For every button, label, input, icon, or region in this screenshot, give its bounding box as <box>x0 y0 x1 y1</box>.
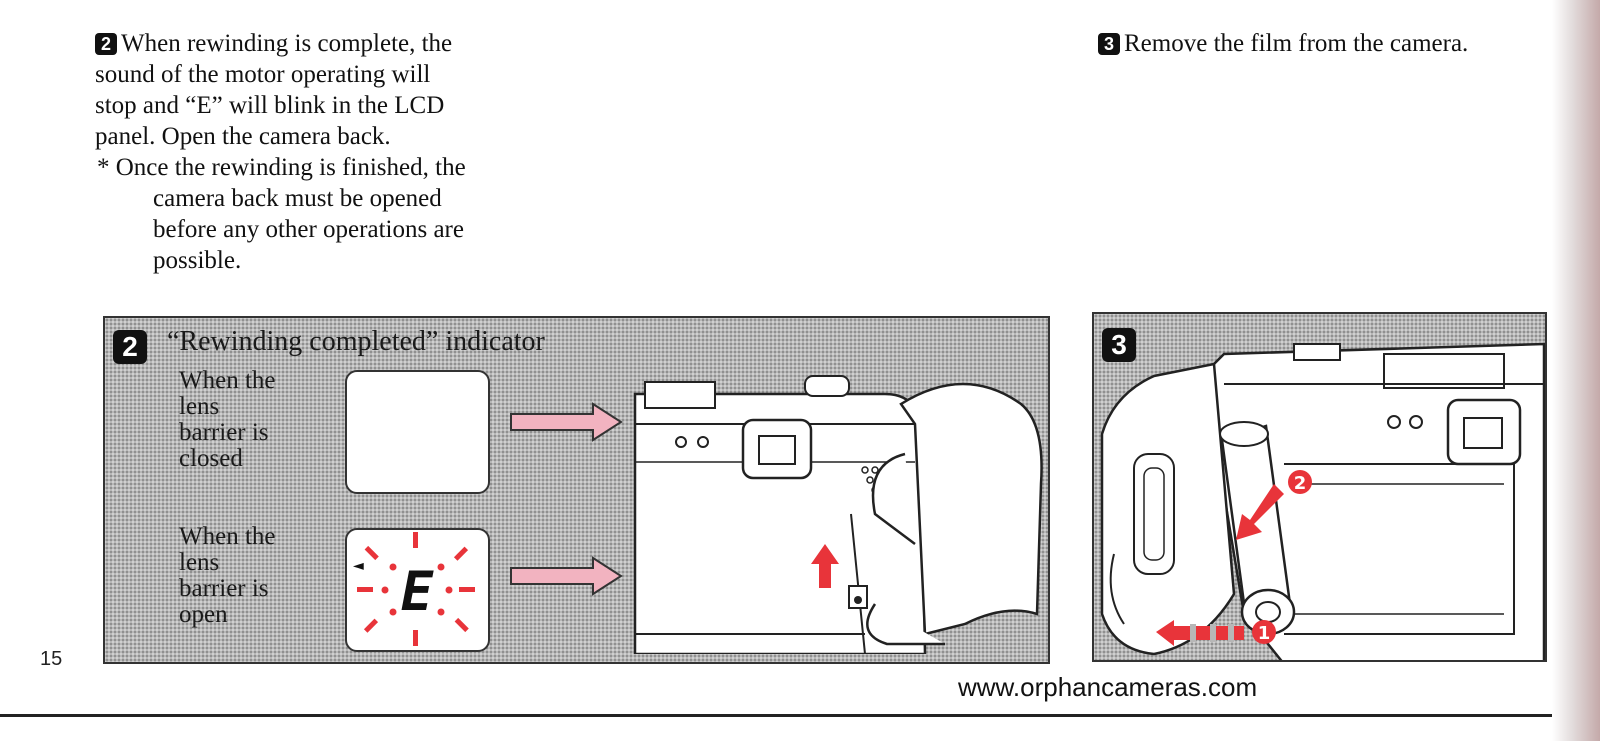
step3-text-content: Remove the film from the camera. <box>1124 30 1469 57</box>
camera-back-door <box>1100 362 1236 656</box>
closed-label-line-3: barrier is <box>179 419 269 446</box>
flash-window <box>644 381 716 409</box>
lcd-panel-blank <box>345 370 490 494</box>
dot-6 <box>437 608 445 616</box>
step2-line-4: panel. Open the camera back. <box>95 123 391 150</box>
ray-bottom <box>413 630 418 646</box>
page-edge-shadow <box>1552 0 1600 741</box>
step2-line-2: sound of the motor operating will <box>95 61 431 88</box>
closed-label-line-2: lens <box>179 393 220 420</box>
closed-label-line-4: closed <box>179 445 243 472</box>
ray-top <box>413 532 418 548</box>
step2-note: * Once the rewinding is finished, the ca… <box>95 152 595 276</box>
dot-4 <box>445 586 453 594</box>
sensor-2 <box>697 436 709 448</box>
arrow-diagonal-icon <box>1236 484 1284 540</box>
sensor-1 <box>675 436 687 448</box>
barrier-open-label: When the lens barrier is open <box>179 524 275 628</box>
ray-bottom-right <box>454 617 469 633</box>
arrow-right-icon <box>510 402 623 442</box>
callout-1-text: 1 <box>1258 623 1271 644</box>
open-label-line-3: barrier is <box>179 575 269 602</box>
camera-back-open-illustration: 2 1 <box>1100 342 1545 660</box>
arrow-left-icon <box>1156 620 1244 646</box>
panel3-badge: 3 <box>1102 328 1136 362</box>
step2-line-3: stop and “E” will blink in the LCD <box>95 92 445 119</box>
open-label-line-4: open <box>179 601 228 628</box>
lcd-pointer-icon: ◄ <box>353 558 364 574</box>
barrier-closed-label: When the lens barrier is closed <box>179 368 275 472</box>
dot-2 <box>437 563 445 571</box>
panel2-caption: “Rewinding completed” indicator <box>167 326 545 357</box>
callout-2-text: 2 <box>1294 473 1307 494</box>
dot-3 <box>381 586 389 594</box>
website-watermark: www.orphancameras.com <box>958 672 1258 702</box>
ray-top-left <box>364 545 379 561</box>
callout-1-badge <box>1252 620 1276 644</box>
page-number: 15 <box>40 648 63 670</box>
arrow-up-icon <box>811 544 839 588</box>
closed-label-line-1: When the <box>179 367 276 394</box>
panel2-badge: 2 <box>113 330 147 364</box>
dot-5 <box>389 608 397 616</box>
hand-illustration <box>899 382 1043 636</box>
remove-film-panel: 2 1 3 <box>1092 312 1547 662</box>
step2-note-line-2: camera back must be opened <box>153 185 442 212</box>
step2-line-1-text: When rewinding is complete, the <box>121 30 453 57</box>
step2-note-line-3: before any other operations are <box>153 216 464 243</box>
bottom-rule <box>0 714 1600 717</box>
ray-left <box>357 587 373 592</box>
lcd-panel-blinking-e: ◄ E <box>345 528 490 652</box>
ray-top-right <box>453 546 469 561</box>
rewind-indicator-panel: 2 “Rewinding completed” indicator When t… <box>103 316 1050 664</box>
open-label-line-2: lens <box>179 549 220 576</box>
step2-badge: 2 <box>95 33 117 55</box>
lcd-e-char: E <box>401 560 434 623</box>
callout-2-badge <box>1288 470 1312 494</box>
camera-front-illustration <box>633 375 1043 654</box>
arrow-right-icon <box>510 556 623 596</box>
ray-right <box>459 587 475 592</box>
blink-rays-icon: ◄ E <box>353 532 475 646</box>
step2-note-line-1: * Once the rewinding is finished, the <box>97 154 466 181</box>
ray-bottom-left <box>363 618 379 633</box>
open-label-line-1: When the <box>179 523 276 550</box>
dot-1 <box>389 563 397 571</box>
step3-badge: 3 <box>1098 33 1120 55</box>
shutter-button <box>804 375 850 397</box>
step2-note-line-4: possible. <box>153 247 242 274</box>
